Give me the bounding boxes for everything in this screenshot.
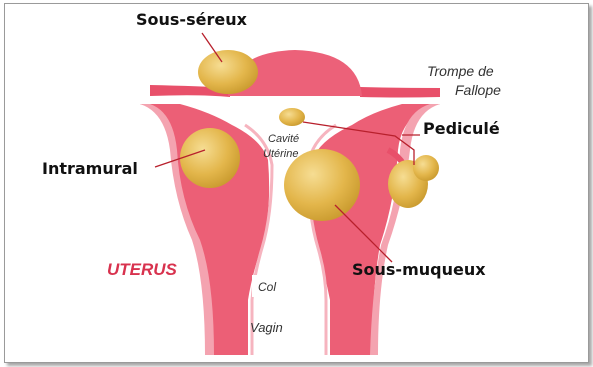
label-fallopian-tube-line1: Trompe de: [427, 63, 494, 79]
label-fallopian-tube-line2: Fallope: [455, 82, 501, 98]
label-cavity-line1: Cavité: [268, 133, 299, 145]
fundus-separator: [150, 100, 440, 104]
label-cavity-line2: Utérine: [263, 148, 298, 160]
label-vagina: Vagin: [250, 320, 283, 335]
cavity-fibroid: [279, 108, 305, 126]
label-cervix: Col: [258, 280, 276, 294]
label-submucosal: Sous-muqueux: [352, 260, 486, 279]
label-pedunculated: Pediculé: [423, 119, 500, 138]
intramural-fibroid: [180, 128, 240, 188]
label-subserosal: Sous-séreux: [136, 10, 248, 29]
label-intramural: Intramural: [42, 159, 138, 178]
label-uterus: UTERUS: [107, 260, 178, 279]
subserosal-fibroid: [198, 50, 258, 94]
